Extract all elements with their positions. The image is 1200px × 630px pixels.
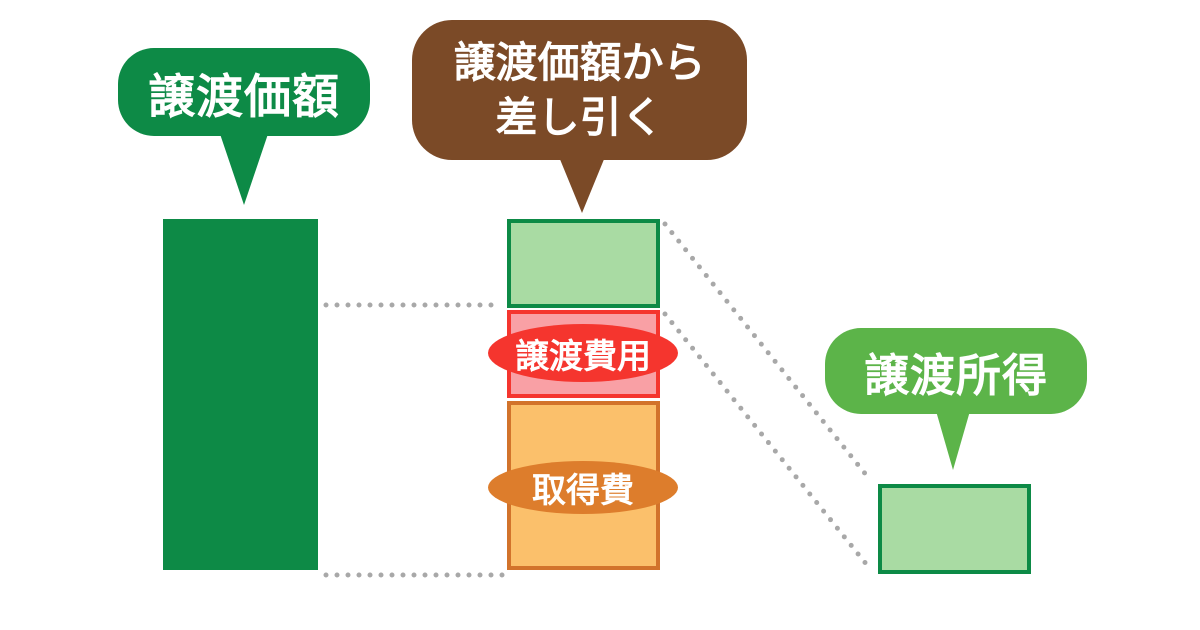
capital-gain-box: [878, 484, 1031, 574]
transfer-price-bubble-label: 譲渡価額: [148, 69, 340, 125]
deduct-bubble-tail: [557, 152, 607, 213]
acquisition-cost-badge-label: 取得費: [532, 471, 634, 511]
deduct-bubble-line2: 差し引く: [495, 93, 664, 142]
transfer-expense-badge: 譲渡費用: [488, 324, 678, 382]
dotted-diagonal-lower: [662, 311, 874, 573]
capital-gain-bubble-tail: [934, 404, 972, 470]
transfer-price-bubble: 譲渡価額: [118, 48, 370, 136]
dotted-diagonal-upper: [662, 221, 874, 484]
transfer-price-bubble-tail: [218, 128, 270, 205]
capital-gain-bubble: 譲渡所得: [825, 328, 1087, 414]
gain-segment: [507, 219, 660, 308]
transfer-price-bar: [163, 219, 318, 570]
acquisition-cost-badge: 取得費: [488, 461, 678, 514]
transfer-expense-badge-label: 譲渡費用: [515, 336, 651, 377]
deduct-bubble: 譲渡価額から 差し引く: [412, 20, 747, 160]
capital-gain-bubble-label: 譲渡所得: [863, 348, 1048, 402]
deduct-bubble-line1: 譲渡価額から: [453, 37, 706, 87]
